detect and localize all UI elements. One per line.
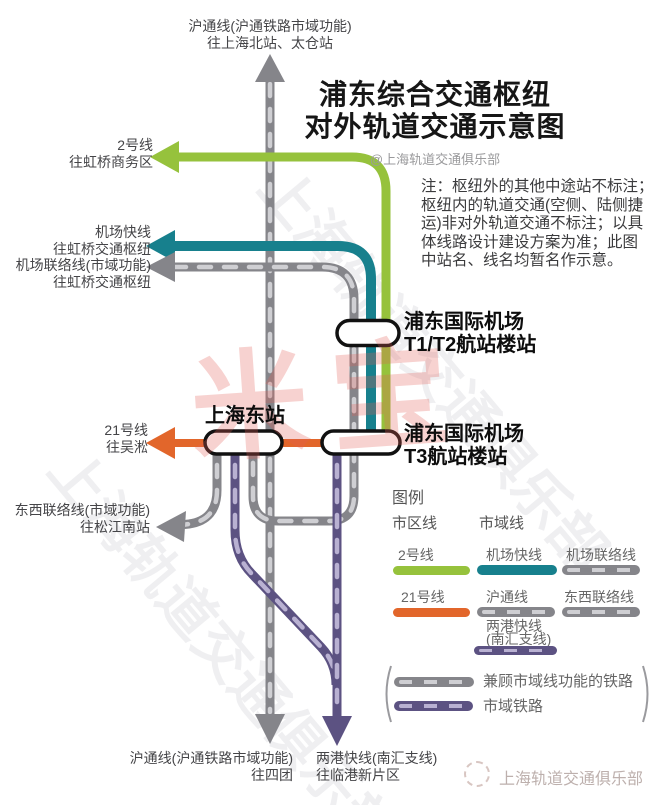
endpoint-label-airport-link: 机场联络线(市域功能) 往虹桥交通枢纽 — [16, 257, 151, 290]
east-west-link-line — [156, 437, 222, 542]
endpoint-destination: 往吴淞 — [106, 438, 148, 455]
dash-pattern — [482, 610, 550, 614]
arrow-down-icon — [255, 714, 285, 744]
metro-line-2 — [150, 141, 391, 433]
station-marker-t1t2 — [335, 318, 401, 348]
legend-item-label: 东西联络线 — [564, 589, 634, 605]
endpoint-destination: 往四团 — [251, 766, 293, 783]
endpoint-line-name: 机场快线 — [95, 224, 151, 240]
endpoint-destination: 往上海北站、太仓站 — [207, 34, 333, 51]
endpoint-label-metro21: 21号线 往吴淞 — [104, 422, 148, 455]
endpoint-label-east-west: 东西联络线(市域功能) 往松江南站 — [15, 502, 150, 535]
note-line: 枢纽内的轨道交通(空侧、陆侧捷 — [421, 196, 644, 214]
endpoint-line-name: 2号线 — [117, 137, 153, 153]
arrow-down-icon — [322, 716, 352, 746]
legend-swatch-metro21 — [393, 608, 470, 617]
endpoint-label-metro2: 2号线 往虹桥商务区 — [69, 137, 153, 170]
legend-col-urban: 市区线 — [392, 515, 438, 532]
legend-swatch-lianggang — [474, 646, 557, 655]
legend-item-label: 机场快线 — [486, 547, 542, 563]
legend-item-label: 21号线 — [401, 589, 445, 605]
endpoint-line-name: 两港快线(南汇支线) — [316, 750, 438, 766]
legend-col-suburban: 市域线 — [479, 515, 525, 532]
legend-swatch-hutong — [477, 607, 555, 617]
club-logo-icon — [464, 761, 490, 787]
endpoint-line-name: 21号线 — [104, 422, 148, 438]
airport-express-line — [146, 230, 376, 433]
legend-swatch-airport-express — [477, 565, 557, 575]
legend-swatch-mixed-railway — [394, 677, 474, 687]
legend-bracket-label: 兼顾市域线功能的铁路 — [483, 673, 634, 690]
station-label-t3: 浦东国际机场 T3航站楼站 — [404, 423, 524, 469]
endpoint-line-name: 沪通线(沪通铁路市域功能) — [188, 18, 352, 34]
legend-swatch-east-west — [562, 607, 640, 617]
legend-bracket-left — [385, 665, 392, 723]
footer-club-name: 上海轨道交通俱乐部 — [499, 771, 644, 788]
arrow-left-icon — [150, 141, 179, 173]
station-name: 浦东国际机场 — [404, 423, 524, 445]
station-marker-t3 — [320, 429, 402, 456]
endpoint-line-name: 东西联络线(市域功能) — [14, 502, 150, 518]
dash-pattern — [567, 610, 635, 614]
legend-swatch-airport-link — [562, 565, 640, 575]
endpoint-destination: 往虹桥交通枢纽 — [53, 240, 151, 257]
station-name: 浦东国际机场 — [404, 311, 524, 333]
arrow-left-icon — [156, 511, 186, 542]
airport-link-line — [146, 252, 359, 526]
endpoint-label-airport-express: 机场快线 往虹桥交通枢纽 — [53, 224, 151, 257]
legend-bracket-label: 市域铁路 — [483, 698, 544, 715]
station-label-t1t2: 浦东国际机场 T1/T2航站楼站 — [404, 311, 536, 357]
legend-item-label: 机场联络线 — [566, 547, 636, 563]
endpoint-label-hutong-north: 沪通线(沪通铁路市域功能) 往上海北站、太仓站 — [120, 18, 420, 51]
dash-pattern — [567, 568, 635, 572]
note-line: 体线路设计建设方案为准；此图 — [421, 233, 639, 251]
page-title-line2: 对外轨道交通示意图 — [304, 111, 566, 142]
arrow-left-icon — [146, 427, 175, 459]
arrow-left-icon — [146, 252, 175, 282]
dash-pattern — [399, 680, 469, 684]
dash-pattern — [479, 649, 552, 652]
endpoint-label-hutong-south: 沪通线(沪通铁路市域功能) 往四团 — [130, 750, 293, 783]
lianggang-express-line — [230, 437, 352, 746]
endpoint-line-name: 沪通线(沪通铁路市域功能) — [129, 750, 293, 766]
hutong-line — [255, 54, 285, 744]
legend-item-label: 两港快线 — [486, 618, 542, 634]
legend-item-label: (南汇支线) — [486, 631, 552, 647]
endpoint-label-lianggang: 两港快线(南汇支线) 往临港新片区 — [316, 750, 437, 783]
endpoint-destination: 往虹桥商务区 — [69, 153, 153, 170]
endpoint-destination: 往临港新片区 — [316, 766, 400, 783]
arrow-left-icon — [146, 230, 175, 262]
page-title-line1: 浦东综合交通枢纽 — [318, 79, 551, 110]
legend-swatch-suburban-railway — [394, 701, 473, 711]
station-name: T1/T2航站楼站 — [404, 334, 537, 356]
station-name: 上海东站 — [205, 405, 285, 427]
title-credit: @上海轨道交通俱乐部 — [369, 152, 501, 167]
note-line: 注：枢纽外的其他中途站不标注； — [421, 178, 654, 195]
dash-pattern — [399, 704, 468, 708]
endpoint-line-name: 机场联络线(市域功能) — [15, 257, 151, 273]
legend-title: 图例 — [392, 490, 425, 507]
arrow-up-icon — [255, 54, 285, 82]
station-marker-shanghai-east — [203, 429, 284, 456]
legend-swatch-metro2 — [393, 566, 470, 575]
endpoint-destination: 往松江南站 — [80, 518, 150, 535]
endpoint-destination: 往虹桥交通枢纽 — [53, 273, 151, 290]
note-block: 注：枢纽外的其他中途站不标注； 枢纽内的轨道交通(空侧、陆侧捷 运)非对外轨道交… — [421, 178, 667, 271]
legend-item-label: 2号线 — [398, 547, 434, 563]
station-label-shanghai-east: 上海东站 — [205, 405, 285, 428]
station-name: T3航站楼站 — [404, 446, 508, 468]
legend-item-label: 沪通线 — [486, 589, 528, 605]
note-line: 运)非对外轨道交通不标注；以具 — [421, 215, 644, 233]
note-line: 中站名、线名均暂名作示意。 — [421, 252, 623, 270]
legend-bracket-right — [642, 665, 649, 723]
